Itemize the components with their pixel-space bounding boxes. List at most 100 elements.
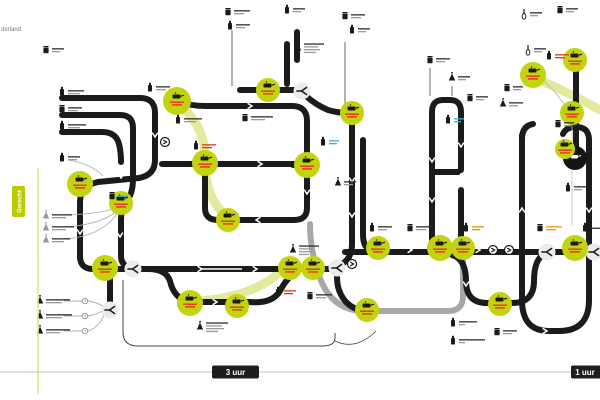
step-label-line [98, 268, 112, 270]
cook-step-node [256, 78, 280, 102]
step-label-line [172, 104, 182, 106]
ingredient-jar-icon [43, 46, 64, 54]
timeline-badge-label: 1 uur [575, 368, 595, 377]
ingredient-cone-icon [36, 325, 70, 334]
ingredient-label-line [52, 214, 72, 216]
step-label-line [116, 206, 126, 208]
route-marker-circle [346, 258, 358, 270]
black-route [339, 114, 355, 267]
ingredient-label-line [546, 229, 556, 231]
ingredient-cone-icon [36, 295, 70, 304]
route-arrow-icon [407, 246, 414, 254]
route-arrow-icon [585, 207, 593, 214]
ingredient-label-line [68, 127, 80, 129]
route-arrow-icon [518, 206, 526, 213]
step-label-line [302, 168, 312, 170]
ingredient-jar-icon [109, 192, 128, 200]
ingredient-label-line [52, 241, 64, 243]
pan-icon [185, 296, 194, 301]
ingredient-label-line [236, 24, 250, 26]
step-label-line [75, 187, 85, 189]
cook-step-circle [451, 236, 475, 260]
ingredient-whisk-icon [525, 45, 546, 56]
ingredient-label-line [156, 86, 170, 88]
ingredient-label-line [304, 46, 318, 48]
ingredient-bottle-icon [276, 286, 296, 296]
ingredient-jar-icon [242, 114, 273, 122]
ingredient-label-line [299, 251, 315, 253]
ingredient-cone-icon [294, 42, 324, 54]
ingredient-label-line [184, 121, 196, 123]
route-marker-circle [159, 136, 171, 148]
route-arrow-icon [116, 232, 124, 239]
ingredient-label-line [206, 322, 228, 324]
route-arrow-icon [247, 102, 254, 110]
connector-line [64, 310, 103, 317]
timeline-marker-1uur: 1 uur [571, 365, 600, 379]
ingredient-label-line [293, 8, 305, 10]
ingredient-label-line [416, 226, 432, 228]
step-label-line [568, 60, 582, 62]
ingredient-label-line [304, 43, 324, 45]
route-arrow-icon [252, 265, 259, 273]
clock-icon [81, 297, 89, 305]
timeline-badge-label: 3 uur [226, 368, 246, 377]
pan-icon [571, 155, 578, 159]
ingredient-label-line [52, 48, 64, 50]
spine-caption-bar [202, 268, 242, 270]
arrow-icon [162, 139, 168, 145]
ingredient-label-line [316, 294, 332, 296]
step-label-line [300, 165, 314, 167]
step-label-line [306, 268, 320, 270]
ingredient-bottle-icon [60, 152, 80, 162]
connector-line [67, 159, 104, 177]
ingredient-jar-icon [427, 56, 450, 64]
cook-step-node [355, 298, 379, 322]
ingredient-label-line [46, 332, 60, 334]
cook-step-node [366, 236, 390, 260]
ingredient-bottle-icon [350, 24, 370, 34]
route-arrow-icon [348, 212, 356, 219]
ingredient-label-line [52, 238, 70, 240]
ingredient-label-line [459, 342, 465, 344]
ingredient-bottle-icon [451, 335, 485, 345]
ingredient-label-line [68, 93, 80, 95]
ingredient-label-line [436, 58, 450, 60]
ingredient-jar-icon [504, 84, 523, 92]
ingredient-label-line [293, 11, 301, 13]
ingredient-label-line [299, 248, 313, 250]
junction-node [101, 301, 119, 319]
ingredient-label-line [344, 181, 356, 183]
step-label-line [263, 93, 273, 95]
cook-step-node [177, 290, 203, 316]
ingredient-label-line [458, 79, 466, 81]
ingredient-label-line [472, 226, 484, 228]
cook-step-circle [278, 256, 302, 280]
ingredient-label-line [555, 57, 565, 59]
split-arrows-icon [541, 247, 553, 257]
connector-line [334, 330, 377, 345]
cook-step-node [562, 235, 588, 261]
pan-icon [172, 94, 181, 99]
ingredient-label-line [344, 184, 353, 186]
cook-step-node [560, 101, 584, 125]
cook-step-node [451, 236, 475, 260]
pan-icon [528, 68, 537, 73]
route-marker-circle [487, 244, 499, 256]
step-label-line [221, 220, 235, 222]
step-label-line [458, 251, 468, 253]
pan-icon [302, 158, 311, 163]
step-label-line [456, 248, 470, 250]
poster-title-fragment: derland [1, 27, 21, 33]
clock-icon [81, 327, 89, 335]
ingredient-jar-icon [307, 292, 332, 300]
route-arrow-icon [303, 189, 311, 196]
route-arrow-icon [457, 142, 465, 149]
ingredient-label-line [46, 299, 70, 301]
pan-icon [362, 303, 371, 308]
ingredient-label-line [68, 110, 78, 112]
ingredient-label-line [458, 76, 470, 78]
ingredient-label-line [284, 293, 293, 295]
ingredient-cone-icon [36, 310, 72, 319]
arrow-icon [490, 247, 496, 253]
